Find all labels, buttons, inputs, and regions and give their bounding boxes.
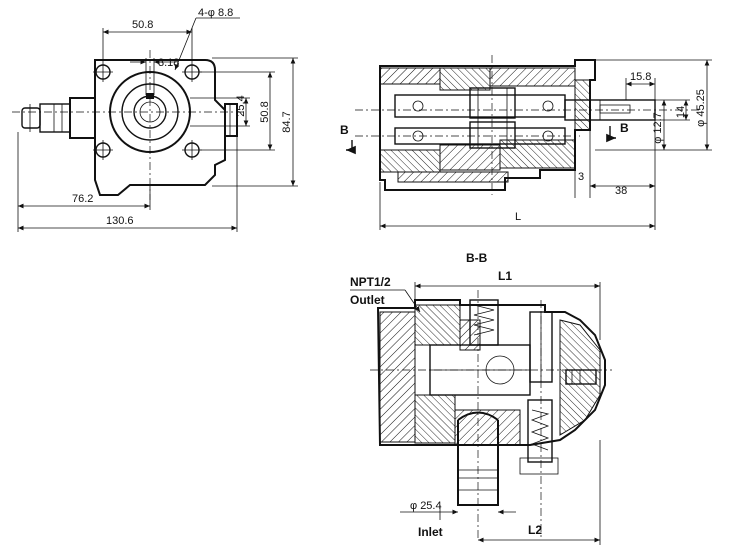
dim-l2: L2 [528,523,542,537]
dim-offset: 3.18 [158,57,179,69]
dim-width-total: 130.6 [106,215,134,227]
thread-label: NPT1/2 [350,275,391,289]
dim-height-total: 84.7 [281,111,293,132]
dim-height-inner: 25.4 [235,95,247,116]
inlet-label: Inlet [418,525,443,539]
side-view: B B 15.8 14 φ 12.7 φ 45.25 3 38 L [340,55,712,230]
left-port [21,97,96,139]
dim-width-left: 76.2 [72,193,93,205]
section-title: B-B [466,251,488,265]
flange-plate [94,59,226,196]
dim-height-mid: 50.8 [259,101,271,122]
dim-shaft-dia-c: φ 12.7 [652,112,664,144]
dim-holes: 4-φ 8.8 [198,7,233,19]
dim-l1: L1 [498,269,512,283]
section-mark-right: B [620,121,629,135]
dim-overall: L [515,211,521,223]
dim-shaft-dia-a: 14 [675,106,687,118]
dim-inlet-dia: φ 25.4 [410,500,442,512]
dim-shaft-dia-b: φ 45.25 [695,89,707,127]
front-view: 50.8 4-φ 8.8 3.18 25.4 50.8 84.7 76.2 13… [12,7,298,232]
dim-stub-len: 38 [615,185,627,197]
right-port [224,103,238,137]
outlet-label: Outlet [350,293,385,307]
mounting-holes [93,62,202,160]
section-bb-view: B-B [350,251,612,545]
section-mark-left: B [340,123,349,137]
dim-step: 3 [578,171,584,183]
dim-width-top: 50.8 [132,19,153,31]
dim-shaft-len: 15.8 [630,71,651,83]
